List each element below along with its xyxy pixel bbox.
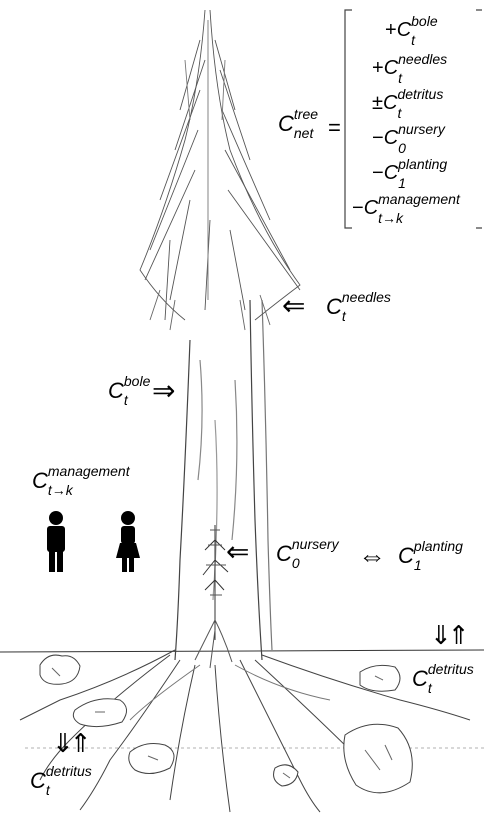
bole-base: C	[108, 378, 124, 403]
detritus-left-sup: detritus	[46, 764, 92, 778]
equation-equals: =	[328, 115, 341, 141]
term-sup: bole	[411, 14, 437, 28]
term-sub: 1	[398, 176, 406, 190]
term-sign: −	[372, 127, 384, 149]
term-base: C	[384, 127, 398, 149]
term-base: C	[384, 57, 398, 79]
term-sub: 0	[398, 141, 406, 155]
needles-sup: needles	[342, 290, 391, 304]
person-male-icon	[47, 511, 65, 572]
planting-base: C	[398, 543, 414, 568]
term-base: C	[364, 197, 378, 219]
term-sup: needles	[398, 52, 447, 66]
detritus-right-sup: detritus	[428, 662, 474, 676]
detritus-left-arrows: ⇓⇑	[52, 728, 88, 759]
needles-arrow: ⇐	[282, 292, 305, 320]
term-base: C	[384, 162, 398, 184]
planting-sub: 1	[414, 558, 422, 572]
term-sign: ±	[372, 92, 383, 114]
bole-sub: t	[124, 393, 128, 407]
management-sub: t→k	[48, 483, 73, 497]
term-sub: t	[411, 33, 415, 47]
detritus-left-base: C	[30, 768, 46, 793]
term-sub: t	[398, 71, 402, 85]
eq-lhs-sub: net	[294, 126, 313, 140]
nursery-sub: 0	[292, 556, 300, 570]
planting-sup: planting	[414, 539, 463, 553]
eq-lhs-base: C	[278, 111, 294, 136]
term-sup: detritus	[397, 87, 443, 101]
term-sub: t→k	[378, 211, 403, 225]
eq-lhs-sup: tree	[294, 107, 318, 121]
nursery-planting-arrow: ⇔	[358, 542, 386, 570]
needles-sub: t	[342, 309, 346, 323]
detritus-rocks	[40, 655, 412, 793]
detritus-right-arrows: ⇓⇑	[430, 620, 466, 651]
term-sign: +	[372, 57, 384, 79]
management-sup: management	[48, 464, 130, 478]
management-base: C	[32, 468, 48, 493]
bole-sup: bole	[124, 374, 150, 388]
term-sign: −	[372, 162, 384, 184]
detritus-left-sub: t	[46, 783, 50, 797]
nursery-base: C	[276, 541, 292, 566]
detritus-right-sub: t	[428, 681, 432, 695]
person-female-icon	[116, 511, 140, 572]
term-sup: management	[378, 192, 460, 206]
tree-trunk	[175, 300, 272, 660]
term-sign: −	[352, 197, 364, 219]
term-sup: nursery	[398, 122, 445, 136]
needles-base: C	[326, 294, 342, 319]
term-sign: +	[385, 19, 397, 41]
term-sub: t	[397, 106, 401, 120]
ground-line-top	[0, 650, 484, 652]
term-base: C	[383, 92, 397, 114]
bole-arrow: ⇒	[152, 377, 175, 405]
term-base: C	[397, 19, 411, 41]
detritus-right-base: C	[412, 666, 428, 691]
nursery-arrow: ⇐	[226, 538, 249, 566]
tree-crown	[140, 10, 300, 330]
nursery-sup: nursery	[292, 537, 339, 551]
term-sup: planting	[398, 157, 447, 171]
